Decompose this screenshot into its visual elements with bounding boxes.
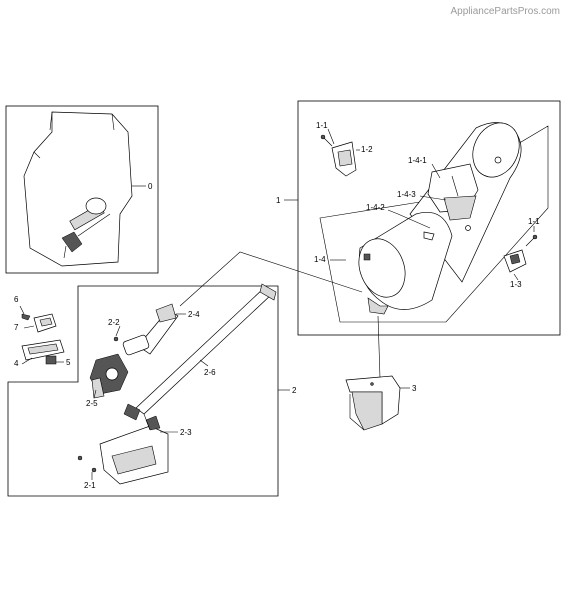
leader-4 [21, 357, 33, 365]
label-1-4: 1-4 [314, 255, 326, 264]
group-0-box [5, 105, 159, 274]
leader-2-6 [199, 359, 209, 367]
chamber-rear-end [472, 122, 520, 178]
label-6: 6 [14, 295, 19, 304]
label-1: 1 [276, 196, 281, 205]
part-1-3-sensor [503, 234, 538, 273]
screw-6 [21, 313, 31, 321]
valve-thumb [61, 231, 83, 253]
leader-1-4-1 [431, 163, 441, 179]
label-2-4: 2-4 [188, 310, 200, 319]
group-2-box [7, 285, 279, 497]
label-1-4-1: 1-4-1 [408, 156, 427, 165]
screw-2-1b [91, 467, 97, 473]
link-chamber-to-bracket [377, 315, 381, 379]
part-2-3-base-bracket [77, 413, 169, 485]
label-2-2: 2-2 [108, 318, 120, 327]
bracket-1-2-tab [337, 149, 353, 167]
part-2-4-igniter-bracket [122, 303, 179, 356]
screw-1-4-x [423, 156, 502, 241]
shield-fold [451, 175, 459, 197]
group-1-box [297, 100, 561, 336]
leader-1-4-3 [419, 195, 447, 201]
label-4: 4 [14, 359, 19, 368]
label-1-1b: 1-1 [528, 217, 540, 226]
label-1-2: 1-2 [361, 145, 373, 154]
burner-assembly-thumbnail [61, 197, 111, 259]
igniter-clip [423, 231, 435, 241]
label-2: 2 [292, 386, 297, 395]
screw-1-1-head [320, 134, 326, 140]
leader-2-2 [115, 325, 121, 337]
label-1-1a: 1-1 [316, 121, 328, 130]
shield-lower [443, 195, 477, 221]
label-2-6: 2-6 [204, 368, 216, 377]
label-5: 5 [66, 358, 71, 367]
part-4-rail [27, 343, 59, 355]
igniter-head [155, 303, 177, 323]
screw-right [465, 225, 471, 231]
group-0-dryer-overview: 0 [5, 105, 159, 274]
leader-1-1a [327, 128, 335, 145]
bracket-3-edge [349, 394, 365, 431]
leader-1-3 [513, 273, 519, 281]
label-2-5: 2-5 [86, 399, 98, 408]
label-2-1: 2-1 [84, 481, 96, 490]
igniter-cylinder [122, 334, 150, 356]
label-1-4-3: 1-4-3 [397, 190, 416, 199]
screw-1-1b-shaft [525, 237, 535, 247]
label-0: 0 [148, 182, 153, 191]
thumb-details [63, 213, 111, 259]
burner-tube-end [259, 283, 277, 301]
part-2-5-gas-valve [89, 353, 129, 399]
screw-2-2 [113, 336, 119, 342]
chamber-bottom-flange [367, 297, 389, 315]
dryer-cabinet [23, 111, 133, 267]
chamber-slot [363, 253, 371, 261]
watermark: AppliancePartsPros.com [451, 6, 561, 17]
valve-coil [105, 367, 119, 381]
bracket-3-plate [351, 391, 383, 431]
part-1-4-combustion-chamber [358, 122, 522, 315]
part-5-block [45, 355, 57, 365]
label-3: 3 [412, 384, 417, 393]
burner-tube-nozzle [123, 403, 141, 421]
leader-7 [23, 325, 35, 329]
chamber-front-opening [358, 238, 406, 298]
label-2-3: 2-3 [180, 428, 192, 437]
leader-6 [19, 305, 25, 315]
screw-top [494, 156, 502, 164]
screw-1-1b-head [532, 234, 538, 240]
label-1-3: 1-3 [510, 280, 522, 289]
burner-tube-body [135, 287, 273, 415]
clip-7-inner [39, 317, 53, 327]
sensor-1-3-core [509, 253, 521, 265]
screw-1-1-shaft [323, 137, 333, 147]
base-bracket-plate [111, 445, 157, 475]
part-1-2-bracket [320, 134, 357, 177]
burner-thumb-end [85, 197, 107, 215]
screw-2-1a [77, 455, 83, 461]
leader-1-4-2 [387, 209, 431, 229]
cabinet-edges [33, 111, 115, 159]
bracket-tube-link [143, 413, 151, 431]
group-1-duct-assembly: 1 [276, 100, 561, 336]
part-3-mounting-bracket: 3 [345, 375, 417, 431]
link-burner-to-chamber [179, 251, 363, 307]
bracket-3-hole [370, 382, 374, 386]
label-1-4-2: 1-4-2 [366, 203, 385, 212]
label-7: 7 [14, 323, 19, 332]
group-2-burner-assembly: 2 2-2 [7, 283, 297, 497]
part-1-4-1-shield [427, 163, 479, 221]
small-parts-4-7: 6 7 4 5 [14, 295, 71, 368]
leader-2-5 [93, 389, 97, 399]
